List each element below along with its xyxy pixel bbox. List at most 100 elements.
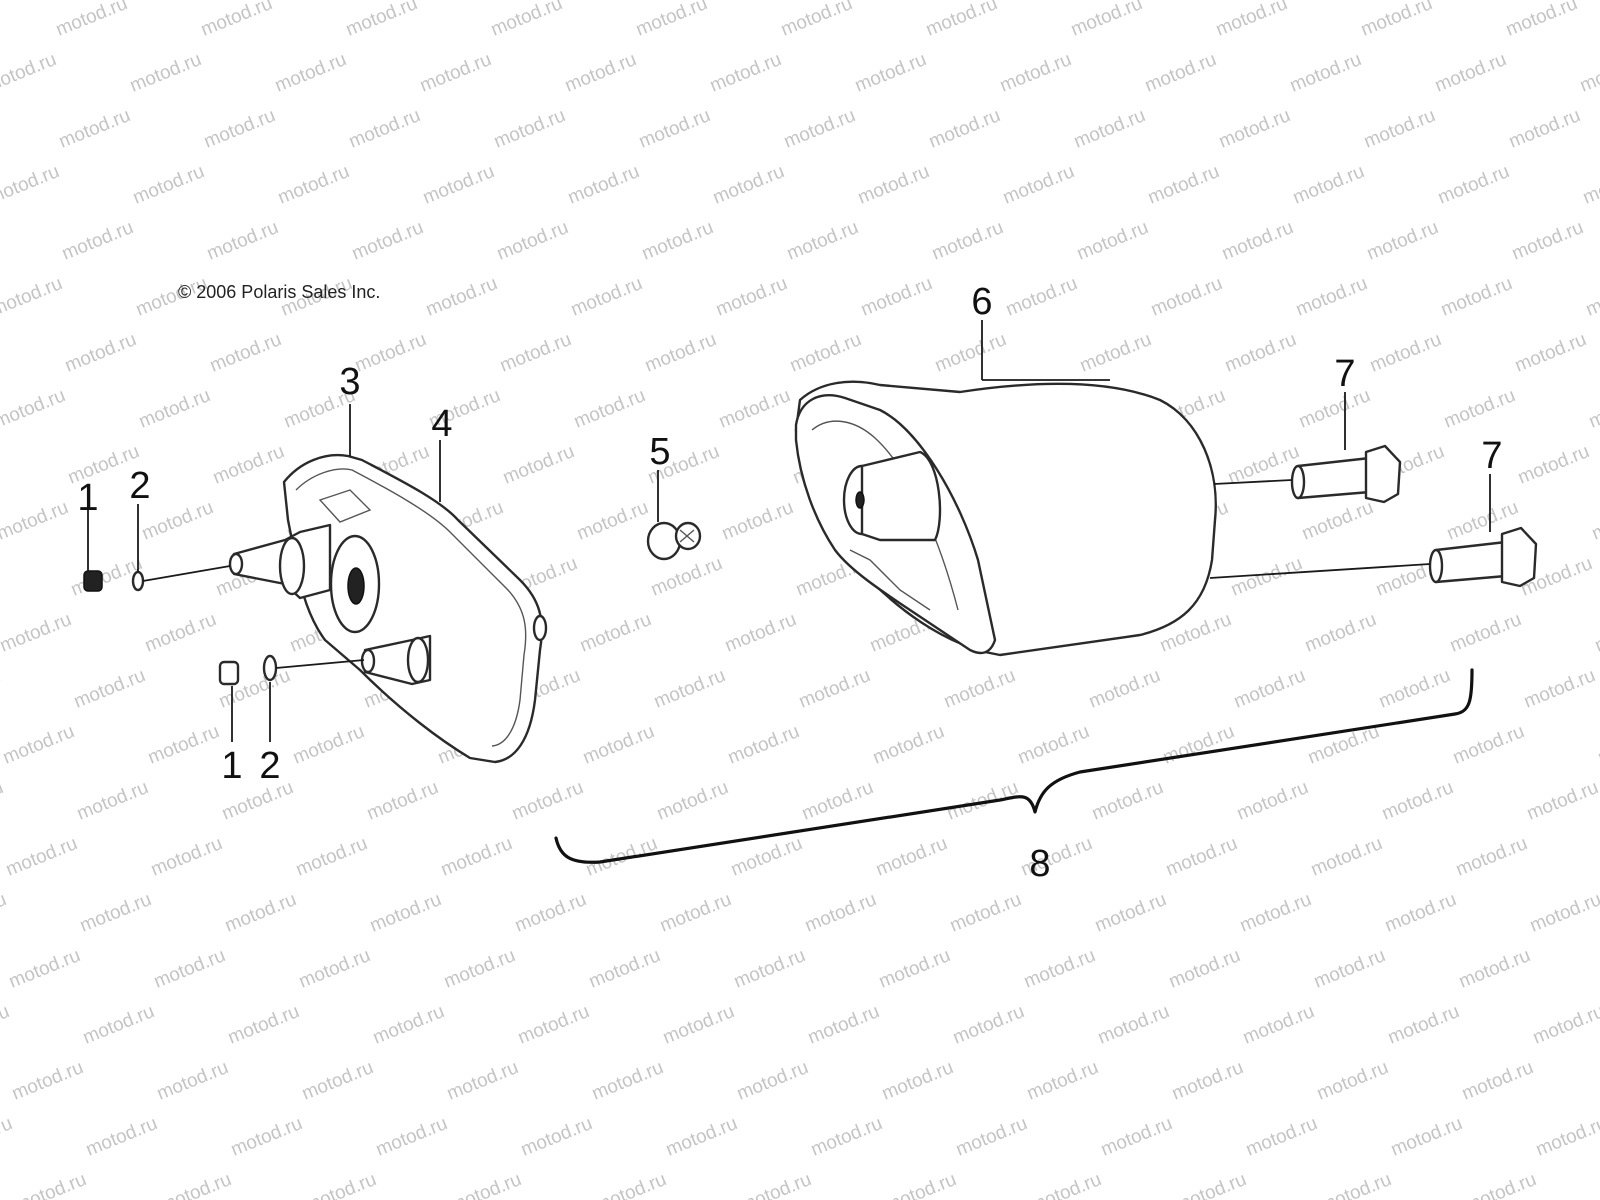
watermark-text: motod.ru <box>62 329 139 377</box>
watermark-text: motod.ru <box>589 1057 666 1105</box>
watermark-text: motod.ru <box>1379 777 1456 825</box>
copyright-notice: © 2006 Polaris Sales Inc. <box>178 282 380 302</box>
watermark-text: motod.ru <box>805 1001 882 1049</box>
watermark-text: motod.ru <box>130 161 207 209</box>
watermark-text: motod.ru <box>778 0 855 41</box>
watermark-text: motod.ru <box>1234 777 1311 825</box>
bolt-lower-shank <box>1434 540 1508 584</box>
watermark-text: motod.ru <box>1583 273 1600 321</box>
watermark-text: motod.ru <box>423 273 500 321</box>
watermark-text: motod.ru <box>296 945 373 993</box>
watermark-text: motod.ru <box>225 1001 302 1049</box>
leader-lines <box>87 320 1491 742</box>
bolts <box>1290 444 1538 588</box>
watermark-text: motod.ru <box>1142 49 1219 97</box>
lamp-housing-assembly <box>794 380 1217 657</box>
watermark-text: motod.ru <box>580 721 657 769</box>
watermark-text: motod.ru <box>876 945 953 993</box>
watermark-text: motod.ru <box>1172 1169 1249 1200</box>
watermark-text: motod.ru <box>222 889 299 937</box>
watermark-text: motod.ru <box>1586 385 1600 433</box>
watermark-text: motod.ru <box>722 609 799 657</box>
watermark-text: motod.ru <box>1169 1057 1246 1105</box>
fasteners-left <box>83 570 278 686</box>
watermark-text: motod.ru <box>299 1057 376 1105</box>
watermark-text: motod.ru <box>1521 665 1598 713</box>
watermark-text: motod.ru <box>367 889 444 937</box>
watermark-text: motod.ru <box>1000 161 1077 209</box>
watermark-text: motod.ru <box>1515 441 1592 489</box>
watermark-text: motod.ru <box>145 721 222 769</box>
watermark-text: motod.ru <box>725 721 802 769</box>
watermark-text: motod.ru <box>302 1169 379 1200</box>
watermark-text: motod.ru <box>1314 1057 1391 1105</box>
watermark-text: motod.ru <box>663 1113 740 1161</box>
watermark-text: motod.ru <box>660 1001 737 1049</box>
watermark-text: motod.ru <box>1089 777 1166 825</box>
watermark-text: motod.ru <box>198 0 275 41</box>
watermark-text: motod.ru <box>1530 1001 1600 1049</box>
watermark-text: motod.ru <box>784 217 861 265</box>
watermark-text: motod.ru <box>204 217 281 265</box>
nut-lower <box>218 660 240 686</box>
watermark-text: motod.ru <box>1595 721 1600 769</box>
watermark-text: motod.ru <box>56 105 133 153</box>
watermark-text: motod.ru <box>0 49 59 97</box>
clip-body <box>646 521 682 561</box>
watermark-text: motod.ru <box>0 609 74 657</box>
watermark-text: motod.ru <box>787 329 864 377</box>
watermark-text: motod.ru <box>290 721 367 769</box>
watermark-text: motod.ru <box>491 105 568 153</box>
watermark-text: motod.ru <box>997 49 1074 97</box>
watermark-text: motod.ru <box>657 889 734 937</box>
watermark-text: motod.ru <box>1506 105 1583 153</box>
bracket-assembly <box>228 453 548 764</box>
assembly-brace <box>554 668 1474 864</box>
watermark-text: motod.ru <box>574 497 651 545</box>
callout-7-upper: 7 <box>1334 353 1355 395</box>
watermark-text: motod.ru <box>796 665 873 713</box>
watermark-text: motod.ru <box>142 609 219 657</box>
watermark-text: motod.ru <box>53 0 130 41</box>
watermark-text: motod.ru <box>1577 49 1600 97</box>
watermark-text: motod.ru <box>713 273 790 321</box>
watermark-text: motod.ru <box>654 777 731 825</box>
watermark-text: motod.ru <box>1163 833 1240 881</box>
watermark-text: motod.ru <box>1311 945 1388 993</box>
watermark-text: motod.ru <box>1459 1057 1536 1105</box>
watermark-text: motod.ru <box>1222 329 1299 377</box>
watermark-text: motod.ru <box>417 49 494 97</box>
washer-upper <box>131 570 145 592</box>
watermark-text: motod.ru <box>420 161 497 209</box>
watermark-text: motod.ru <box>373 1113 450 1161</box>
upper-stud-end <box>228 552 244 576</box>
watermark-text: motod.ru <box>1071 105 1148 153</box>
watermark-text: motod.ru <box>0 1113 15 1161</box>
watermark-text: motod.ru <box>157 1169 234 1200</box>
watermark-text: motod.ru <box>1231 665 1308 713</box>
watermark-text: motod.ru <box>494 217 571 265</box>
watermark-text: motod.ru <box>0 1001 12 1049</box>
watermark-text: motod.ru <box>932 329 1009 377</box>
watermark-text: motod.ru <box>571 385 648 433</box>
watermark-text: motod.ru <box>0 161 62 209</box>
watermark-text: motod.ru <box>639 217 716 265</box>
watermark-text: motod.ru <box>1385 1001 1462 1049</box>
watermark-text: motod.ru <box>882 1169 959 1200</box>
watermark-text: motod.ru <box>1462 1169 1539 1200</box>
watermark-text: motod.ru <box>346 105 423 153</box>
watermark-text: motod.ru <box>707 49 784 97</box>
bulb-contact <box>855 491 865 509</box>
watermark-text: motod.ru <box>950 1001 1027 1049</box>
watermark-text: motod.ru <box>1376 665 1453 713</box>
watermark-text: motod.ru <box>275 161 352 209</box>
watermark-text: motod.ru <box>139 497 216 545</box>
watermark-text: motod.ru <box>1213 0 1290 41</box>
watermark-text: motod.ru <box>210 441 287 489</box>
bolt-lower-head <box>1500 526 1538 588</box>
watermark-text: motod.ru <box>497 329 574 377</box>
callout-2-upper: 2 <box>129 465 150 507</box>
watermark-text: motod.ru <box>941 665 1018 713</box>
clip-part <box>646 521 702 561</box>
